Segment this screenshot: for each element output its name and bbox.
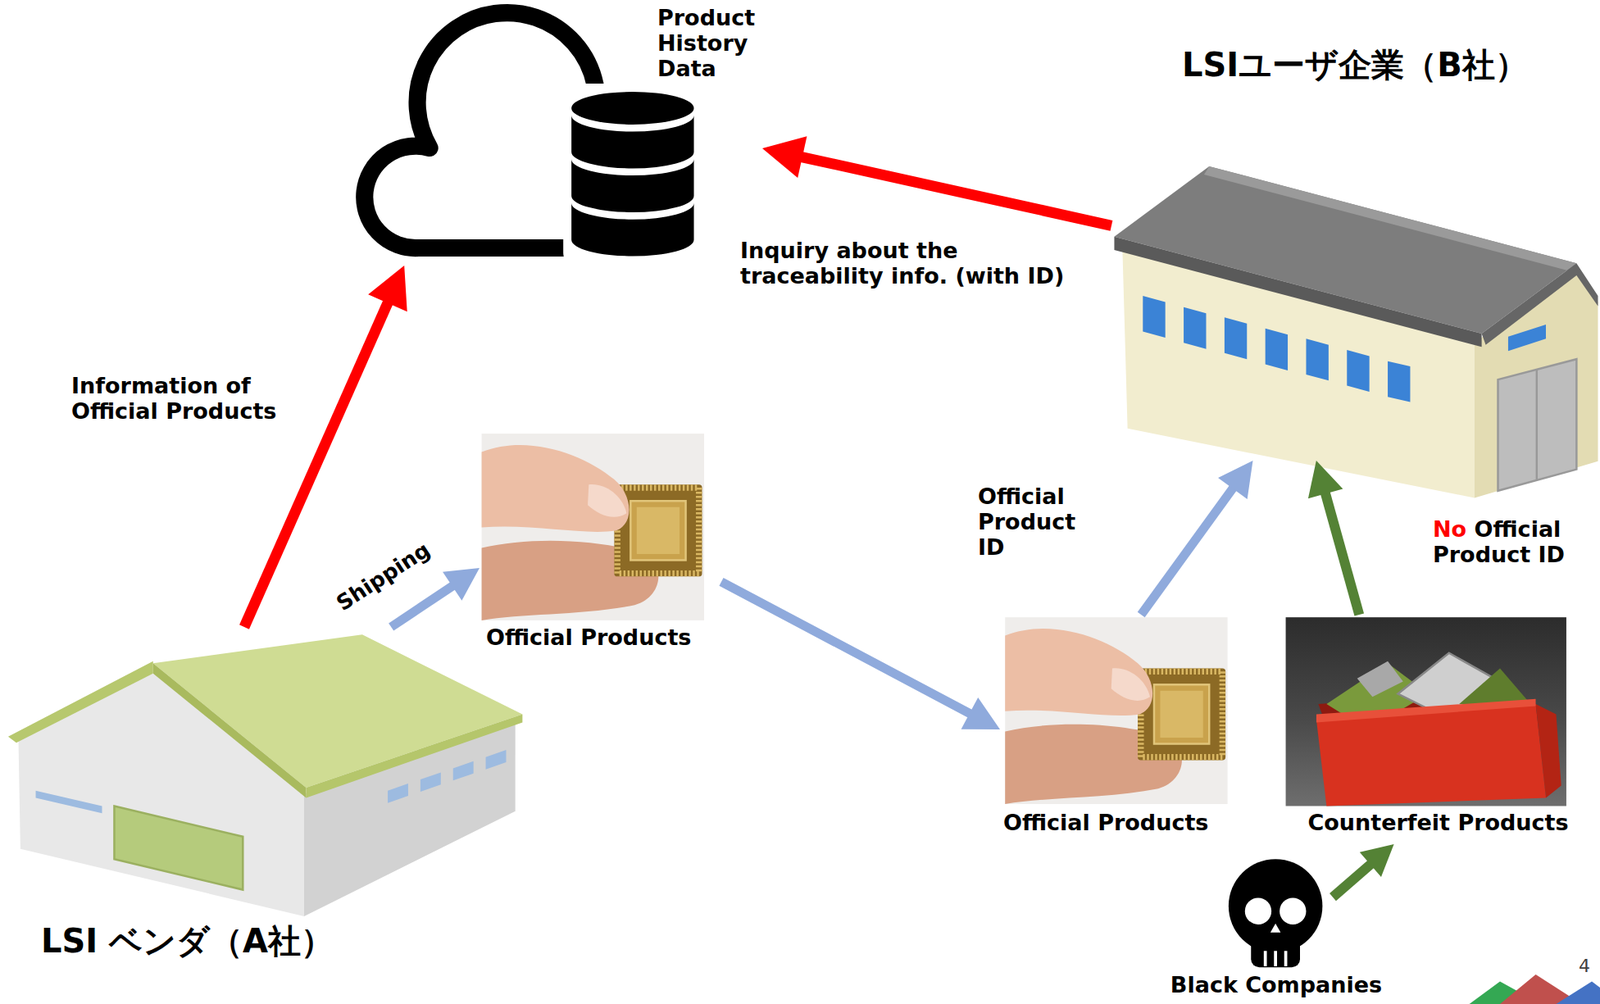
official-product-photo: Official Products xyxy=(1000,614,1236,845)
photo-caption: Official Products xyxy=(1003,809,1209,836)
user-building-part xyxy=(1183,307,1206,350)
user-building-part xyxy=(1508,324,1546,351)
user-building-part xyxy=(1387,361,1410,403)
counterfeit-photo-part xyxy=(1536,704,1562,799)
database-cloud: Product History Data xyxy=(368,4,763,266)
delivery-arrow xyxy=(721,581,972,714)
counterfeit-photo-part xyxy=(1286,617,1567,806)
emphasis-word: No xyxy=(1432,516,1467,542)
edge-label: Inquiry about the traceability info. (wi… xyxy=(740,237,1089,289)
database-label: Product History Data xyxy=(657,4,781,82)
counterfeit-product-photo: Counterfeit Products xyxy=(1280,614,1596,845)
edge-label: No Official Product ID xyxy=(1432,516,1593,568)
company-name: LSIユーザ企業（B社） xyxy=(1181,45,1528,84)
skull-icon-part xyxy=(1270,923,1281,933)
skull-icon-part xyxy=(1273,950,1278,967)
corner-logo-part xyxy=(1555,981,1600,1004)
vendor-building-part xyxy=(305,713,523,798)
official-chip-photo xyxy=(1004,617,1228,805)
counterfeit-photo-part xyxy=(1357,661,1404,698)
corner-logo xyxy=(1469,974,1600,1004)
official-chip-photo xyxy=(481,433,705,621)
user-building-part xyxy=(1142,295,1165,338)
edge-label: Official Product ID xyxy=(977,483,1101,560)
database-icon-part xyxy=(571,203,694,257)
counterfeit-arrow xyxy=(1325,492,1360,615)
official-id-arrow xyxy=(1140,486,1234,615)
counterfeit-photo xyxy=(1286,617,1567,806)
vendor-building-part xyxy=(113,805,243,890)
photo-caption: Counterfeit Products xyxy=(1307,809,1569,836)
database-icon-part xyxy=(571,91,694,125)
skull-icon xyxy=(1228,859,1323,968)
official-chip-photo-part xyxy=(481,433,705,621)
official-chip-photo-part xyxy=(1004,617,1228,805)
database-icon-part xyxy=(571,159,694,213)
skull-icon-part xyxy=(1279,898,1306,925)
photo-caption: Official Products xyxy=(486,624,691,650)
user-building-part xyxy=(1536,369,1538,480)
user-building-part xyxy=(1113,236,1482,347)
vendor-building-part xyxy=(153,663,307,798)
database-icon-part xyxy=(563,83,702,268)
user-building-part xyxy=(1346,350,1369,392)
skull-icon-part xyxy=(1250,923,1300,969)
vendor-building: LSI ベンダ（A社） xyxy=(8,627,533,1000)
user-building-part xyxy=(1498,359,1578,491)
skull-icon-part xyxy=(1245,898,1272,925)
vendor-building-part xyxy=(387,783,409,804)
vendor-building-part xyxy=(420,772,441,792)
vendor-building-part xyxy=(8,661,154,744)
vendor-building-part xyxy=(36,790,103,814)
counterfeit-photo-part xyxy=(1316,699,1537,723)
counterfeit-photo-part xyxy=(1459,668,1531,705)
user-building-part xyxy=(1305,338,1328,381)
official-product-photo: Official Products xyxy=(479,430,722,660)
database-icon-part xyxy=(571,115,694,169)
user-building-part xyxy=(1265,328,1288,371)
user-building xyxy=(1113,166,1598,499)
vendor-building-part xyxy=(453,761,474,782)
shipping-arrow xyxy=(390,585,454,628)
edge-label: Information of Official Products xyxy=(71,372,318,424)
actor-caption: Black Companies xyxy=(1170,972,1382,998)
skull-icon-part xyxy=(1284,950,1288,967)
user-building-part xyxy=(1224,317,1247,360)
inquiry-arrow xyxy=(800,156,1112,226)
black-company-skull: Black Companies xyxy=(1219,867,1333,968)
vendor-building-part xyxy=(486,750,507,770)
supply-arrow xyxy=(1332,863,1372,898)
company-name: LSI ベンダ（A社） xyxy=(40,922,334,960)
user-building-part xyxy=(1204,166,1577,272)
database-icon xyxy=(563,83,702,268)
skull-icon-part xyxy=(1263,950,1268,967)
user-company-building: LSIユーザ企業（B社） xyxy=(1106,40,1595,461)
page-number: 4 xyxy=(1578,955,1591,977)
vendor-building xyxy=(8,634,523,917)
